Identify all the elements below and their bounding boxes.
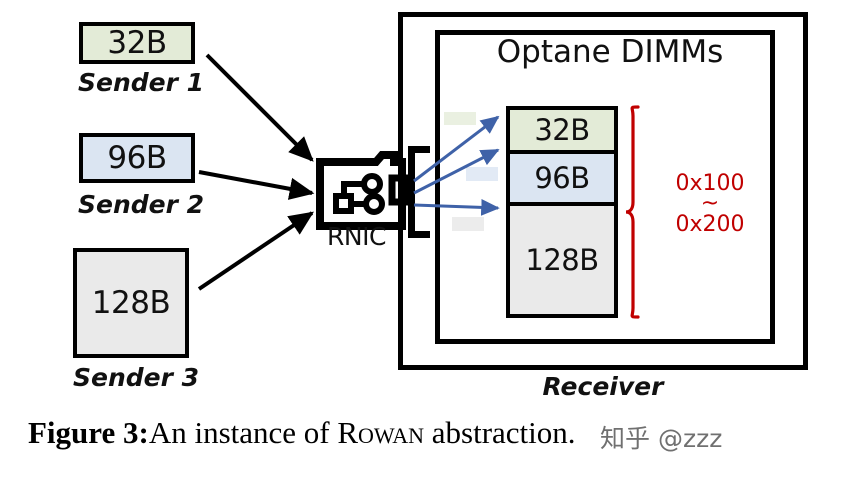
memory-segment-128b: 128B bbox=[510, 206, 614, 314]
memory-segment-128b-label: 128B bbox=[525, 243, 599, 277]
ghost-chunk-32b bbox=[444, 112, 476, 125]
memory-segment-32b-label: 32B bbox=[534, 113, 590, 147]
sender-2-size: 96B bbox=[107, 140, 167, 176]
address-range-end: 0x200 bbox=[675, 211, 745, 237]
memory-region-stack: 32B 96B 128B bbox=[506, 106, 618, 318]
sender-3-box: 128B bbox=[73, 248, 189, 358]
sender-3-size: 128B bbox=[91, 285, 171, 321]
rnic-card-icon bbox=[316, 146, 430, 238]
address-range-separator: ~ bbox=[700, 191, 720, 216]
ghost-chunk-128b bbox=[452, 217, 484, 231]
sender-2-box: 96B bbox=[79, 133, 195, 183]
sender-1-box: 32B bbox=[79, 22, 195, 64]
receiver-box bbox=[398, 12, 808, 370]
ghost-chunk-96b bbox=[466, 167, 498, 181]
rnic-label: RNIC bbox=[327, 222, 386, 251]
memory-segment-32b: 32B bbox=[510, 110, 614, 154]
address-range-text: 0x100 ~ 0x200 bbox=[660, 173, 760, 236]
watermark-text: 知乎 @zzz bbox=[600, 424, 723, 453]
sender-3-label: Sender 3 bbox=[73, 363, 200, 392]
figure-caption-body-a: An instance of bbox=[148, 415, 338, 450]
memory-segment-96b: 96B bbox=[510, 154, 614, 206]
optane-dimms-title: Optane DIMMs bbox=[496, 34, 724, 70]
sender-1-size: 32B bbox=[107, 25, 167, 61]
figure-caption-body-b: abstraction. bbox=[424, 415, 576, 450]
receiver-label: Receiver bbox=[542, 372, 664, 401]
address-range-start: 0x100 bbox=[675, 171, 745, 196]
figure-caption-system-name: Rowan bbox=[337, 415, 425, 450]
sender-2-label: Sender 2 bbox=[78, 190, 205, 219]
figure-caption: Figure 3:An instance of Rowan abstractio… bbox=[28, 415, 840, 451]
sender-1-label: Sender 1 bbox=[78, 68, 205, 97]
memory-segment-96b-label: 96B bbox=[534, 161, 590, 195]
figure-caption-prefix: Figure 3: bbox=[28, 415, 149, 450]
